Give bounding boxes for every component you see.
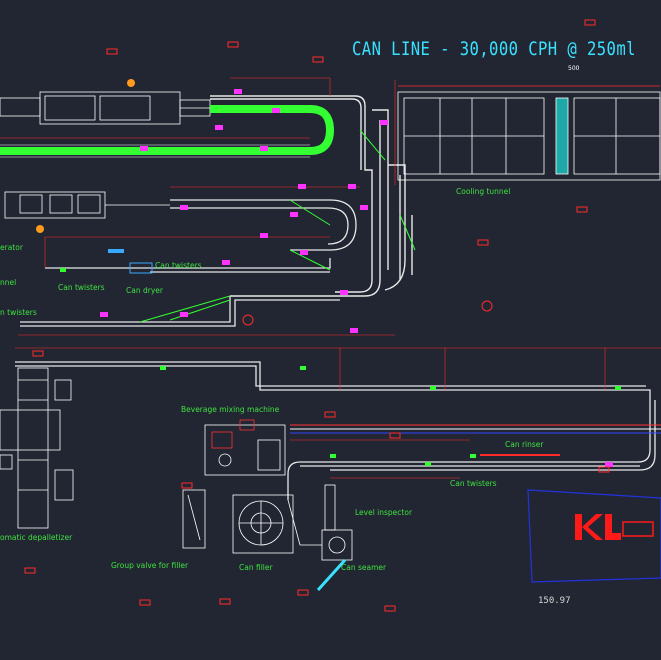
can-seamer [287, 484, 353, 592]
rinser-lines [290, 424, 661, 456]
mid-conveyors [20, 199, 357, 327]
label-can-twisters-2: Can twisters [155, 261, 202, 270]
logo-frame [527, 489, 661, 583]
label-can-filler: Can filler [239, 563, 273, 572]
mid-washer-block [4, 191, 170, 219]
label-can-dryer: Can dryer [126, 286, 163, 295]
label-can-rinser: Can rinser [505, 440, 544, 449]
dimension-lines [0, 77, 661, 479]
dimension-label-top: 500 [568, 65, 580, 72]
green-sensor-markers [60, 268, 621, 466]
mixing-machine [204, 419, 286, 476]
upper-green-conveyor [0, 105, 335, 158]
label-can-twisters-3: n twisters [0, 308, 37, 317]
upper-conveyors [210, 95, 413, 297]
lower-long-conveyor [15, 361, 656, 500]
label-depalletizer: omatic depalletizer [0, 533, 73, 542]
blue-status-tag [108, 249, 153, 274]
depalletizer [0, 367, 74, 529]
label-beverage-mixing: Beverage mixing machine [181, 405, 280, 414]
magenta-drive-markers [100, 89, 613, 467]
cooling-tunnel [397, 85, 661, 181]
company-logo-icon [575, 514, 654, 540]
coordinate-readout: 150.97 [538, 596, 571, 606]
group-valve [182, 489, 206, 549]
label-can-seamer: Can seamer [341, 563, 387, 572]
red-annotation-tags [24, 19, 610, 612]
label-generator: erator [0, 243, 23, 252]
label-tunnel: nnel [0, 278, 17, 287]
label-cooling-tunnel: Cooling tunnel [456, 187, 511, 196]
label-group-valve: Group valve for filler [111, 561, 189, 570]
label-level-inspector: Level inspector [355, 508, 413, 517]
label-can-twisters-1: Can twisters [58, 283, 105, 292]
orange-marker-icons [36, 79, 135, 233]
label-can-twisters-4: Can twisters [450, 479, 497, 488]
can-filler [232, 494, 294, 554]
drawing-title: CAN LINE - 30,000 CPH @ 250ml [352, 38, 636, 60]
upper-washer-block [0, 91, 211, 125]
